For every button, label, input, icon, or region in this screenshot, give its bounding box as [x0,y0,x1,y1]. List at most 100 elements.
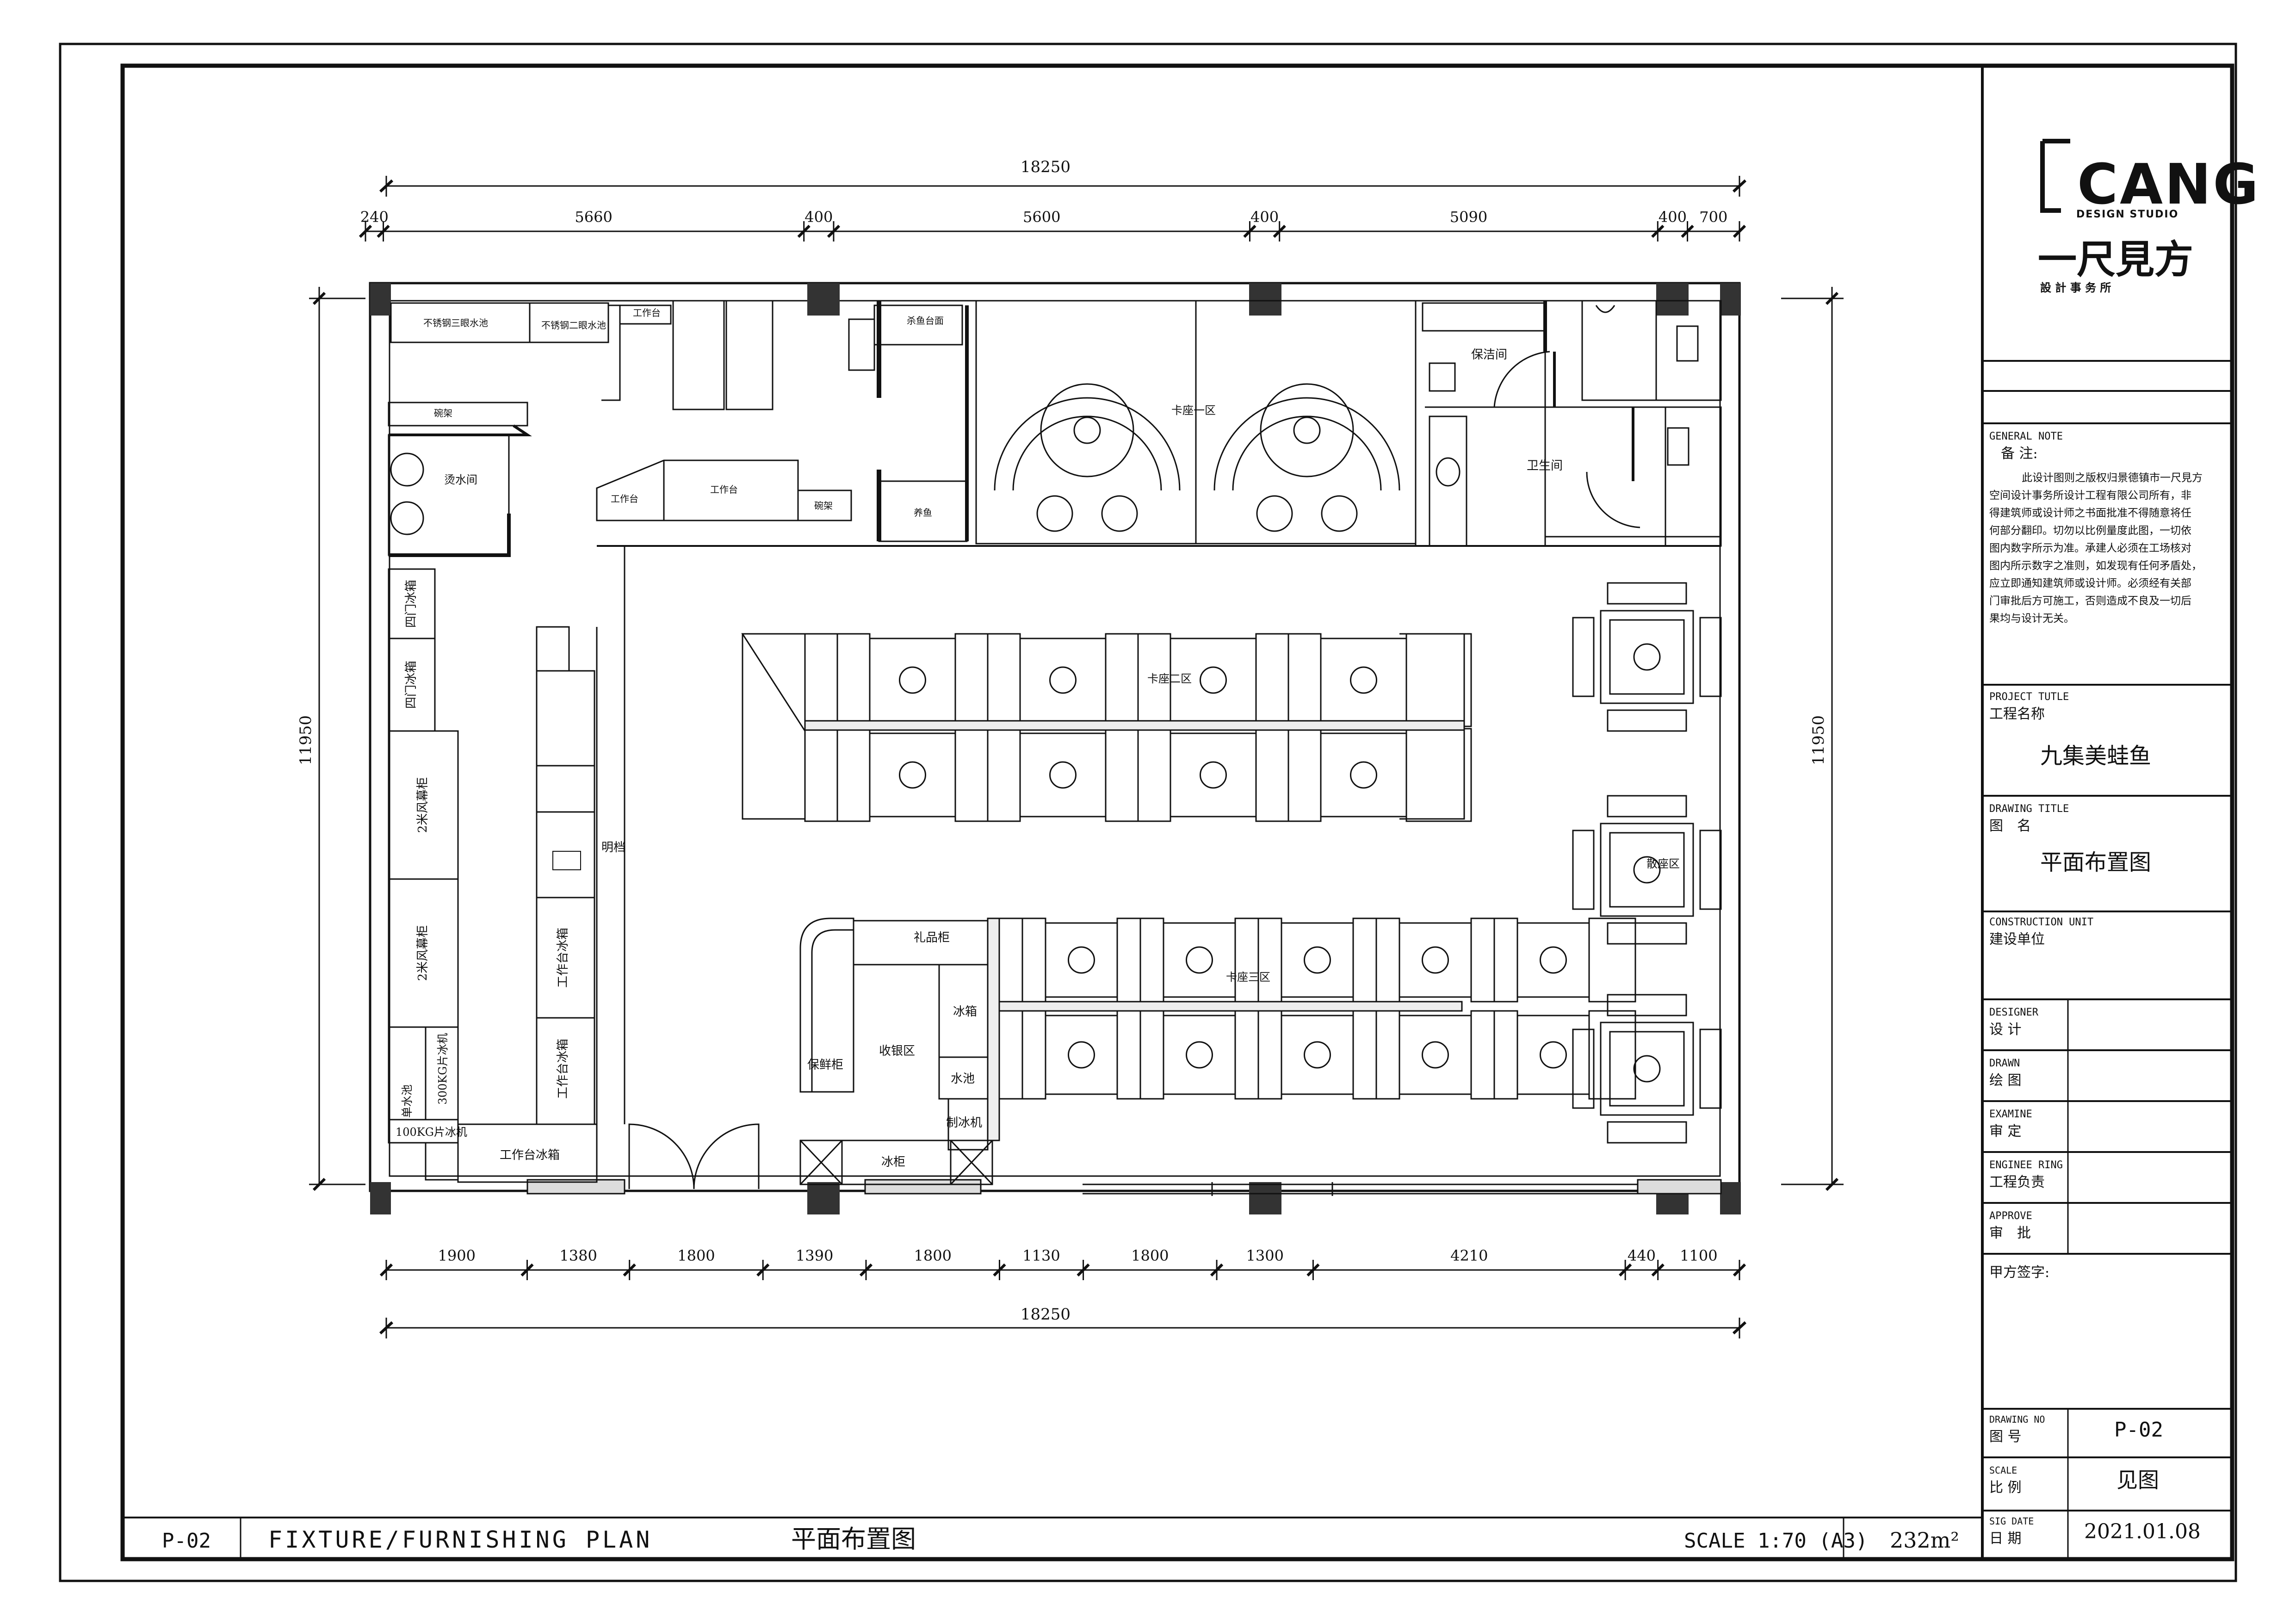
bottom-title-cn: 平面布置图 [791,1524,916,1554]
booth-table [1320,638,1407,723]
drawing-title-en: DRAWING TITLE [1989,803,2069,815]
chair [1572,617,1595,697]
table-center [1422,946,1449,974]
inner-border [120,63,2234,1561]
project-title-en: PROJECT TUTLE [1989,691,2069,703]
dim-bottom-overall: 18250 [1021,1305,1071,1324]
label-table-fridge-1: 工作台冰箱 [556,928,570,988]
general-note-cn: 备 注: [2001,446,2038,462]
bottom-scale: SCALE 1:70 (A3) [1684,1529,1868,1553]
logo-cn: 一尺見方 [2038,236,2193,282]
drawing-no-cn: 图 号 [1989,1429,2022,1445]
table-center [1049,761,1077,789]
booth-bench-end [1399,633,1465,820]
drawing-no-value: P-02 [2114,1418,2163,1442]
label-scatter: 散座区 [1646,857,1680,870]
dim-bottom-segment: 1390 [796,1247,833,1264]
washbasin [1436,457,1461,487]
curved-booth [1213,383,1400,532]
note-line: 空间设计事务所设计工程有限公司所有，非 [1989,489,2191,502]
note-line: 图内数字所示为准。承建人必须在工场核对 [1989,542,2191,554]
booth-bench [742,633,806,820]
label-ice100: 100KG片冰机 [396,1126,467,1139]
engineering-cn: 工程负责 [1989,1174,2045,1190]
construction-unit-en: CONSTRUCTION UNIT [1989,917,2093,928]
examine-cn: 审 定 [1989,1123,2022,1140]
booth-table [1399,1015,1472,1095]
dim-right-depth: 11950 [1809,715,1828,765]
logo-sub: DESIGN STUDIO [2076,209,2178,220]
table-center [1186,946,1213,974]
label-booth2: 卡座二区 [1147,672,1192,685]
label-ice300: 300KG片冰机 [436,1033,449,1105]
dim-bottom-segment: 1300 [1246,1247,1284,1264]
date-value: 2021.01.08 [2084,1520,2201,1543]
table-center [1304,946,1331,974]
label-sink3: 不锈钢三眼水池 [423,317,488,328]
dim-tick-slash [623,1263,636,1277]
booth-zone-3 [998,917,1636,1100]
booth-table [1281,1015,1354,1095]
booth-table [1163,922,1236,998]
label-sink2: 不锈钢二眼水池 [541,320,606,331]
label-ice-cab: 冰柜 [881,1155,905,1169]
table-center [1068,1041,1095,1069]
label-fish: 养鱼 [914,507,932,518]
client-sign: 甲方签字: [1989,1264,2049,1281]
kitchen [388,300,1721,1183]
note-line: 何部分翻印。切勿以比例量度此图，一切依 [1989,525,2191,537]
booth-zone-2 [741,633,1472,822]
approve-en: APPROVE [1989,1210,2032,1222]
label-fish-table: 杀鱼台面 [907,315,944,326]
dim-top-segment: 240 [360,208,389,226]
booth-table [1170,732,1257,818]
label-bowl-rack: 碗架 [814,500,833,511]
dim-bottom-segment: 1380 [559,1247,597,1264]
structural-columns [370,283,1741,1214]
table-center [1633,1055,1661,1083]
chair [1699,617,1722,697]
dim-bottom-segment: 1800 [1131,1247,1169,1264]
booth-table [1516,922,1590,998]
curved-booth [994,383,1181,532]
drawn-cn: 绘 图 [1989,1072,2022,1089]
label-cleaning: 保洁间 [1471,348,1507,362]
chair [1607,795,1687,818]
label-water-pool: 水池 [951,1072,975,1086]
scale-value: 见图 [2117,1468,2159,1493]
dim-tick-slash [756,1263,770,1277]
entrance-door-right [693,1123,760,1189]
note-line: 得建筑师或设计师之书面批准不得随意将任 [1989,507,2191,519]
square-table [1600,823,1694,917]
drawing-name: 平面布置图 [2040,849,2151,875]
dim-bottom-segment: 440 [1628,1247,1656,1264]
chair [1607,709,1687,732]
scale-cn: 比 例 [1989,1480,2022,1496]
boiler [390,501,424,535]
note-line: 此设计图则之版权归景德镇市一尺見方 [2022,472,2203,484]
table-center [1350,761,1377,789]
booth-table [869,732,956,818]
dim-tick-slash [993,1263,1006,1277]
table-center [1068,946,1095,974]
booth-table [1019,732,1107,818]
dim-bottom-segment: 1800 [914,1247,952,1264]
dim-bottom-segment: 1130 [1022,1247,1060,1264]
booth-bench [1588,917,1636,1003]
note-line: 图内所示数字之准则，如发现有任何矛盾处， [1989,560,2202,572]
scale-en: SCALE [1989,1465,2017,1476]
table-center [1200,761,1227,789]
exterior-walls [369,282,1741,1192]
dim-tick-slash [1733,1263,1746,1277]
table-center [899,666,926,694]
construction-unit-cn: 建设单位 [1989,931,2045,948]
kitchen-labels: 不锈钢三眼水池 不锈钢二眼水池 工作台 杀鱼台面 碗架 烫水间 工作台 工作台 … [396,307,944,1162]
general-note-text: 此设计图则之版权归景德镇市一尺見方 空间设计事务所设计工程有限公司所有，非 得建… [1989,472,2203,625]
label-worktable-3: 工作台 [710,484,738,495]
outer-border [59,43,2237,1582]
dim-bottom-segment: 4210 [1450,1247,1488,1264]
toilet-bowl [1595,305,1615,313]
